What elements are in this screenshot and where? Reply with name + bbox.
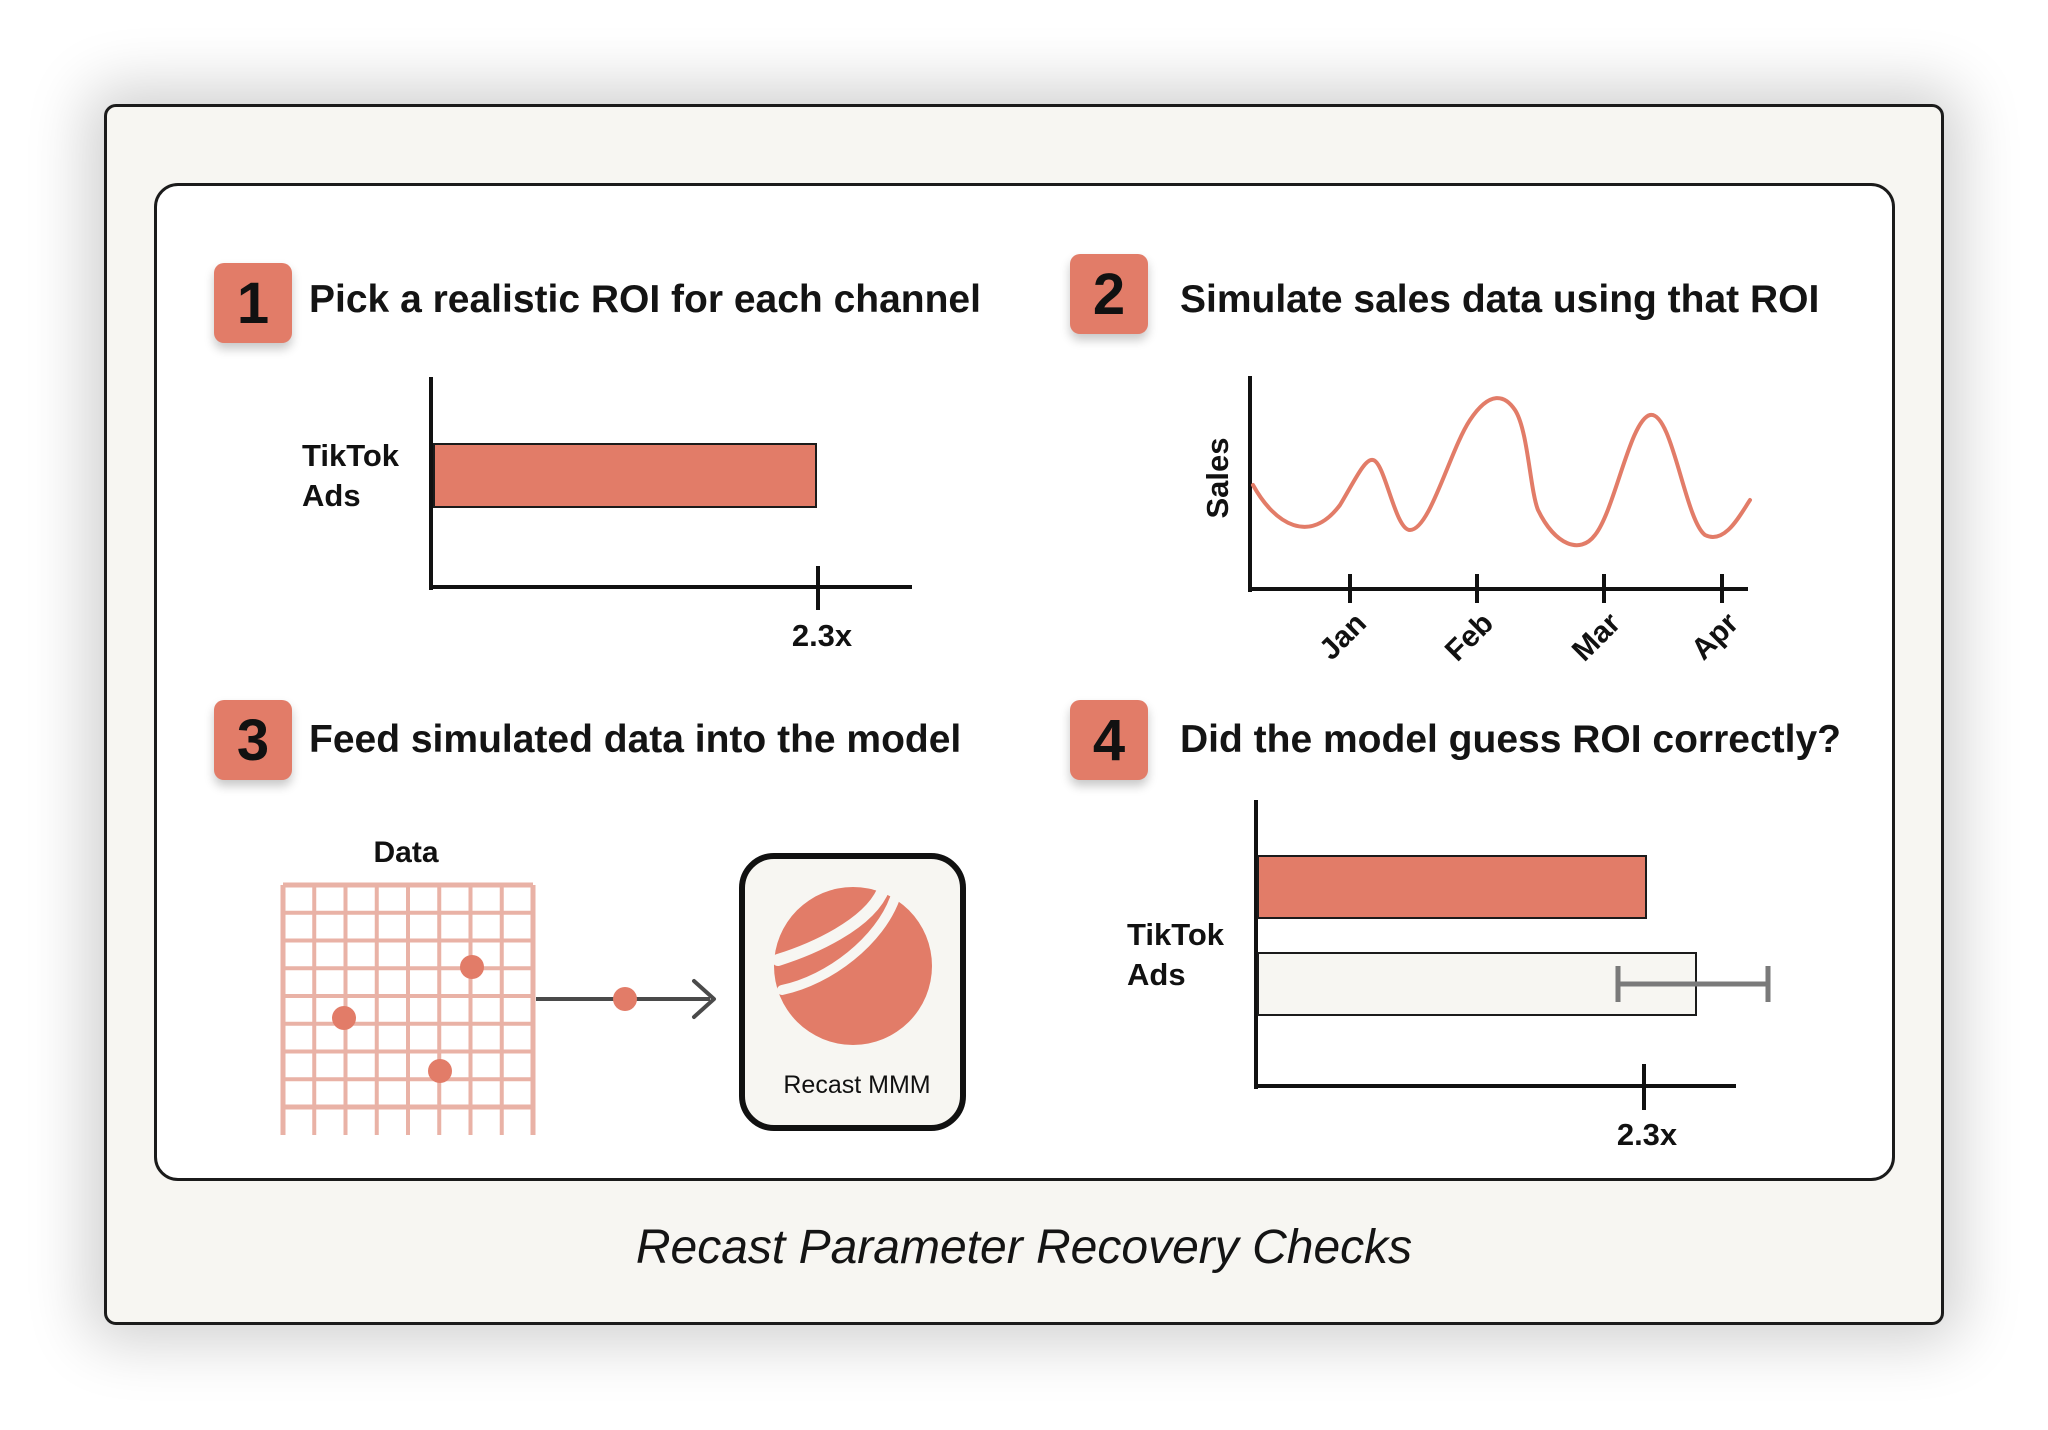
panel-3-data-label: Data bbox=[373, 836, 438, 869]
flow-arrow-head-icon bbox=[692, 979, 716, 1019]
step-4-title: Did the model guess ROI correctly? bbox=[1180, 718, 1841, 761]
panel-2-sales-chart: Sales Jan Feb Mar Apr bbox=[1200, 376, 1752, 668]
data-grid bbox=[280, 882, 536, 1135]
panel-4-channel-label-line2: Ads bbox=[1127, 957, 1186, 992]
panel-2-sales-line bbox=[1251, 396, 1752, 548]
data-point bbox=[460, 955, 484, 979]
panel-2-month-label-jan: Jan bbox=[1313, 607, 1373, 667]
panel-1-channel-label-line1: TikTok bbox=[302, 438, 400, 473]
panel-4-true-roi-bar bbox=[1257, 855, 1647, 919]
step-1-title: Pick a realistic ROI for each channel bbox=[309, 278, 981, 321]
step-3-badge: 3 bbox=[214, 700, 292, 780]
model-label: Recast MMM bbox=[783, 1071, 930, 1099]
panel-2-y-axis-label: Sales bbox=[1200, 437, 1235, 518]
step-2-badge: 2 bbox=[1070, 254, 1148, 334]
step-2-title: Simulate sales data using that ROI bbox=[1180, 278, 1820, 321]
panel-2-month-label-feb: Feb bbox=[1439, 607, 1500, 668]
panel-3-flow: Data Recast MMM bbox=[280, 836, 966, 1135]
panel-4-tick-label: 2.3x bbox=[1617, 1117, 1678, 1152]
figure-caption: Recast Parameter Recovery Checks bbox=[635, 1221, 1413, 1274]
panel-2-month-label-apr: Apr bbox=[1685, 606, 1745, 666]
recast-logo-icon bbox=[772, 882, 932, 1045]
data-point bbox=[428, 1059, 452, 1083]
step-1-badge: 1 bbox=[214, 263, 292, 343]
panel-4-channel-label-line1: TikTok bbox=[1127, 917, 1225, 952]
panel-1-tick-label: 2.3x bbox=[792, 618, 853, 653]
panel-2-month-label-mar: Mar bbox=[1566, 606, 1627, 667]
step-4-badge: 4 bbox=[1070, 700, 1148, 780]
data-point bbox=[332, 1006, 356, 1030]
panel-1-roi-bar bbox=[433, 443, 817, 508]
step-3-title: Feed simulated data into the model bbox=[309, 718, 962, 761]
flow-arrow-dot bbox=[613, 987, 637, 1011]
panel-4-comparison-chart: TikTok Ads 2.3x bbox=[1127, 800, 1771, 1152]
panel-1-roi-chart: TikTok Ads 2.3x bbox=[302, 377, 912, 653]
panel-1-channel-label-line2: Ads bbox=[302, 478, 361, 513]
